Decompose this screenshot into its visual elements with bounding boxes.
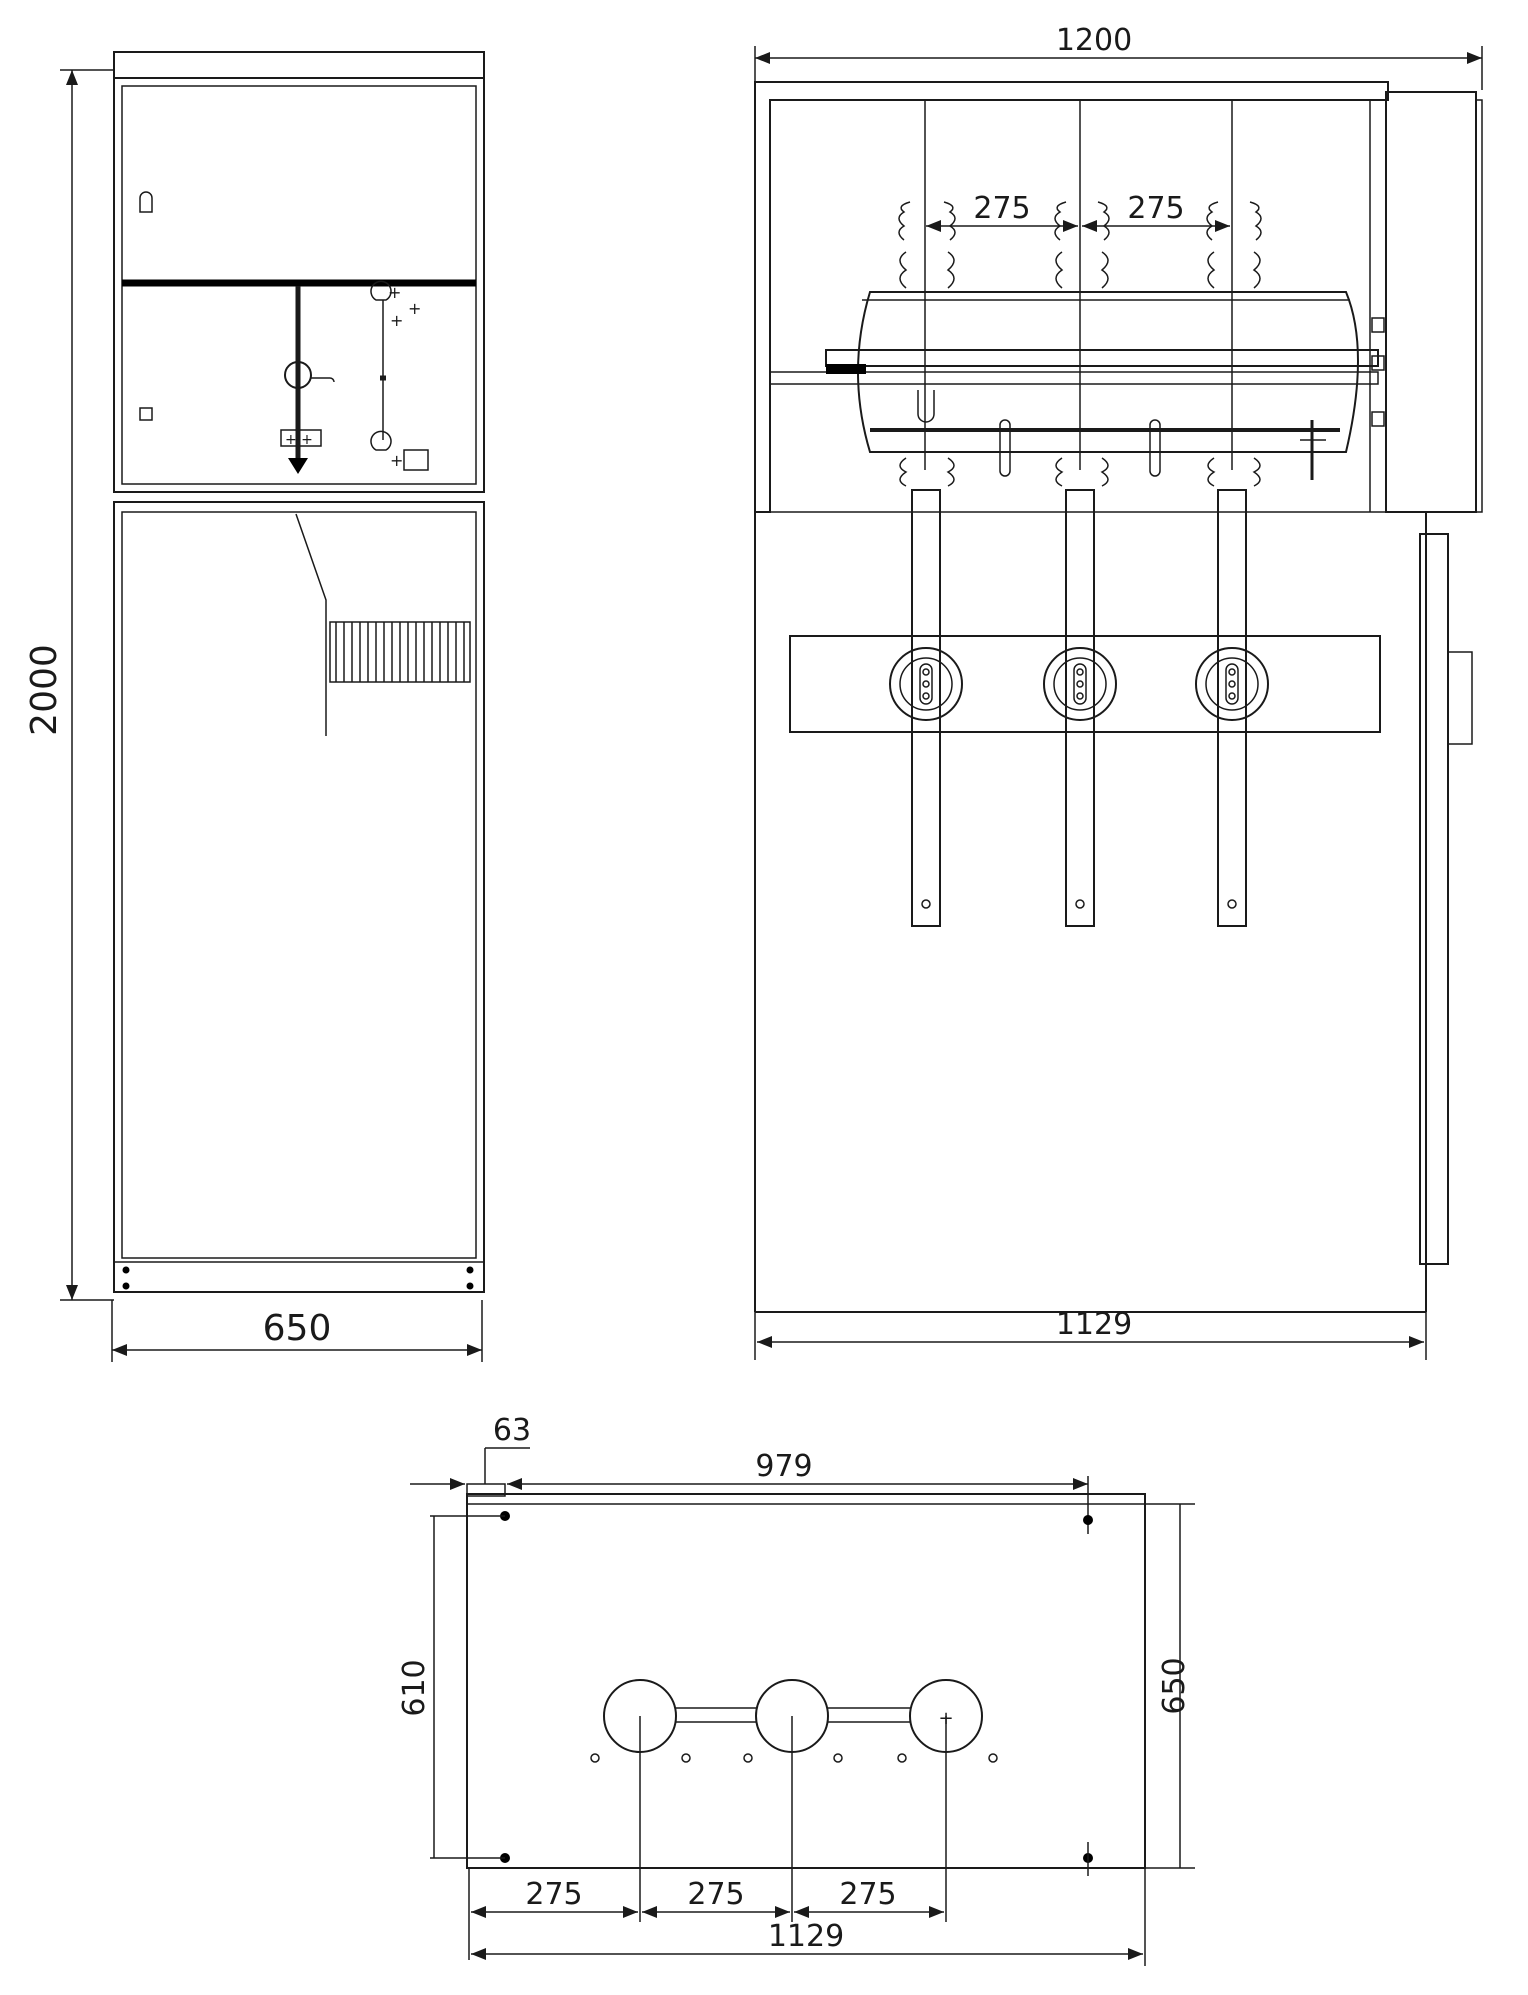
plan-view: 63 979 610 650 + — [397, 1413, 1195, 1966]
door-handle-icon — [139, 191, 153, 213]
switch-tank — [857, 291, 1359, 453]
plan-base-frame — [466, 1493, 1146, 1869]
depth-right-label: 650 — [1157, 1657, 1192, 1714]
front-upper-compartment — [113, 77, 485, 493]
hole-spacing-label: 979 — [755, 1449, 812, 1484]
current-transformer — [889, 647, 963, 721]
depth-left-label: 610 — [397, 1659, 432, 1716]
svg-text:+: + — [388, 283, 401, 302]
width-dim-label: 650 — [263, 1308, 332, 1349]
overall-width-label: 1129 — [768, 1919, 844, 1954]
svg-text:+: + — [390, 451, 403, 470]
pitch-2-label: 275 — [687, 1877, 744, 1912]
pitch-3-label: 275 — [839, 1877, 896, 1912]
svg-text:+ +: + + — [285, 432, 313, 448]
svg-text:+: + — [390, 311, 403, 330]
door-handle-icon — [139, 407, 153, 421]
side-width-top-label: 1200 — [1056, 23, 1132, 58]
front-top-cap — [113, 51, 485, 79]
svg-text:+: + — [408, 299, 421, 318]
front-view: + + + + + + 2000 650 — [24, 51, 485, 1362]
current-transformer — [1043, 647, 1117, 721]
svg-text:+: + — [938, 1708, 953, 1729]
cable-entry-holes: + — [603, 1679, 983, 1922]
height-dim-label: 2000 — [24, 644, 65, 736]
phase-spacing-1-label: 275 — [973, 191, 1030, 226]
current-transformer — [1195, 647, 1269, 721]
side-width-bottom-label: 1129 — [1056, 1307, 1132, 1342]
pitch-1-label: 275 — [525, 1877, 582, 1912]
side-view: 1200 275 275 — [754, 23, 1483, 1360]
front-lower-compartment — [113, 501, 485, 1293]
phase-spacing-2-label: 275 — [1127, 191, 1184, 226]
offset-dim-label: 63 — [493, 1413, 531, 1448]
vent-grille — [329, 621, 471, 683]
